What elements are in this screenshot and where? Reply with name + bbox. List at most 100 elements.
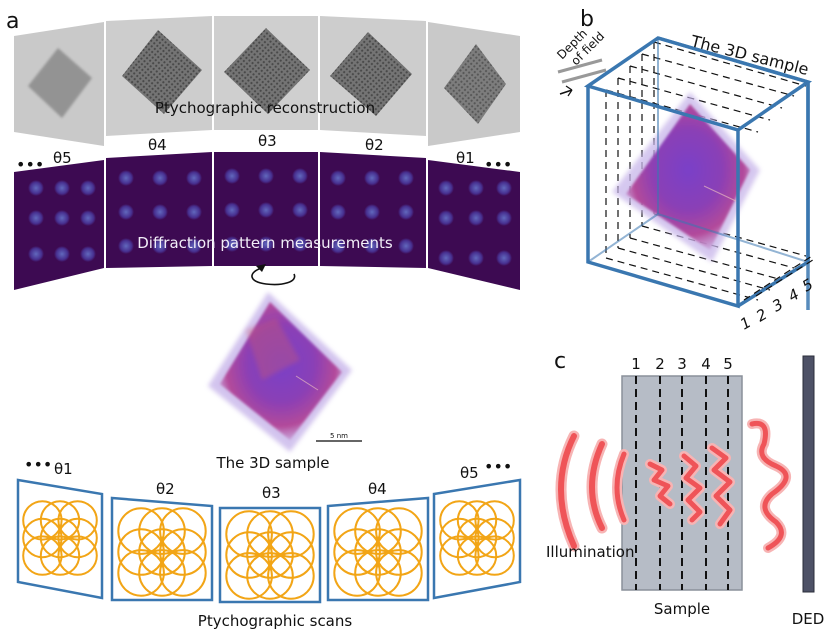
diffraction-spot: [496, 210, 512, 226]
slice-label-5: 5: [799, 275, 816, 295]
diffraction-spot: [364, 238, 380, 254]
scan-panel-2: [110, 496, 214, 602]
panel-label-c: c: [554, 349, 566, 374]
scan-theta-1: θ1: [54, 460, 73, 478]
scan-probe-circle: [225, 531, 273, 579]
reconstruction-particle-2: [122, 30, 202, 114]
scan-probe-circle: [39, 500, 81, 541]
scan-ellipsis-right: •••: [484, 457, 512, 476]
scans-caption: Ptychographic scans: [198, 612, 353, 630]
diffraction-spot: [438, 250, 454, 266]
scan-probe-circle: [22, 517, 63, 559]
scan-probe-circle: [39, 535, 81, 576]
diffraction-spot: [224, 168, 240, 184]
scan-theta-4: θ4: [368, 480, 387, 498]
scan-probe-circle: [354, 528, 402, 576]
diffraction-caption: Diffraction pattern measurements: [137, 234, 393, 252]
diffraction-spot: [186, 204, 202, 220]
reconstruction-particle-3: [224, 28, 310, 114]
diffraction-spot: [54, 210, 70, 226]
diffraction-spot: [28, 180, 44, 196]
reconstruction-caption: Ptychographic reconstruction: [155, 99, 375, 117]
sample-label: Sample: [654, 600, 710, 618]
scan-probe-circle: [267, 531, 315, 579]
diffraction-theta-4: θ4: [148, 136, 167, 154]
scan-probe-circle: [456, 535, 498, 576]
diffraction-spot: [330, 238, 346, 254]
sample-slice-4: 4: [701, 355, 711, 373]
scan-probe-circle: [159, 528, 207, 576]
reconstruction-strip: Ptychographic reconstruction: [14, 16, 520, 146]
rotation-arrow-icon: [251, 264, 296, 286]
detector-bar: [802, 355, 815, 593]
scan-panel-4: [326, 496, 430, 602]
scan-probe-circle: [474, 517, 515, 559]
scan-probe-circle: [267, 510, 315, 558]
scan-probe-circle: [439, 535, 480, 576]
scan-probe-circle: [375, 528, 423, 576]
panel-label-a: a: [6, 9, 19, 34]
diffraction-spot: [118, 170, 134, 186]
scan-probe-circle: [39, 517, 81, 559]
scan-probe-circle: [439, 500, 480, 541]
scan-probe-circle: [333, 528, 381, 576]
diffraction-spot: [118, 238, 134, 254]
scan-probe-circle: [138, 549, 186, 597]
scan-probe-circle: [117, 507, 165, 555]
diffraction-theta-3: θ3: [258, 132, 277, 150]
scan-probe-circle: [354, 549, 402, 597]
diffraction-theta-5: θ5: [53, 149, 72, 167]
scan-probe-circle: [159, 507, 207, 555]
diffraction-spot: [258, 168, 274, 184]
scan-probe-circle: [354, 507, 402, 555]
diffraction-spot: [398, 204, 414, 220]
diffraction-spot: [80, 210, 96, 226]
sample-slice-2: 2: [655, 355, 665, 373]
depth-slices-box: [583, 36, 817, 310]
scan-probe-circle: [117, 528, 165, 576]
diffraction-spot: [438, 180, 454, 196]
sample-slice-3: 3: [677, 355, 687, 373]
diffraction-spot: [54, 246, 70, 262]
diffraction-spot: [292, 236, 308, 252]
scan-theta-5: θ5: [460, 464, 479, 482]
scan-probe-circle: [333, 507, 381, 555]
diffraction-spot: [364, 170, 380, 186]
scan-probe-circle: [138, 528, 186, 576]
illumination-label: Illumination: [546, 543, 634, 561]
diffraction-spot: [398, 170, 414, 186]
diffraction-spot: [186, 170, 202, 186]
scale-bar: 5 nm: [316, 432, 362, 442]
illumination-waves: [555, 430, 629, 552]
scan-probe-circle: [246, 531, 294, 579]
scan-theta-3: θ3: [262, 484, 281, 502]
diffraction-spot: [468, 250, 484, 266]
scan-panel-1: [16, 478, 104, 600]
slice-label-1: 1: [737, 313, 754, 333]
scan-probe-circle: [474, 500, 515, 541]
diffraction-spot: [258, 236, 274, 252]
sample-slice-1: 1: [631, 355, 641, 373]
diffraction-spot: [258, 202, 274, 218]
diffraction-spot: [468, 180, 484, 196]
diffraction-spot: [330, 170, 346, 186]
scan-probe-circle: [439, 517, 480, 559]
scan-theta-2: θ2: [156, 480, 175, 498]
scan-probe-circle: [333, 549, 381, 597]
diffraction-spot: [152, 170, 168, 186]
scan-probe-circle: [57, 517, 98, 559]
diffraction-spot: [54, 180, 70, 196]
panel-label-b: b: [580, 7, 594, 32]
diffraction-spot: [80, 246, 96, 262]
diffraction-theta-2: θ2: [365, 136, 384, 154]
slice-label-2: 2: [753, 305, 770, 325]
scan-probe-circle: [138, 507, 186, 555]
scattered-waves: [645, 418, 791, 553]
scan-ellipsis-left: •••: [24, 455, 52, 474]
scan-probe-circle: [246, 552, 294, 600]
reconstruction-particle-1: [28, 48, 92, 118]
scan-probe-circle: [159, 549, 207, 597]
scan-probe-circle: [22, 535, 63, 576]
diffraction-spot: [80, 180, 96, 196]
